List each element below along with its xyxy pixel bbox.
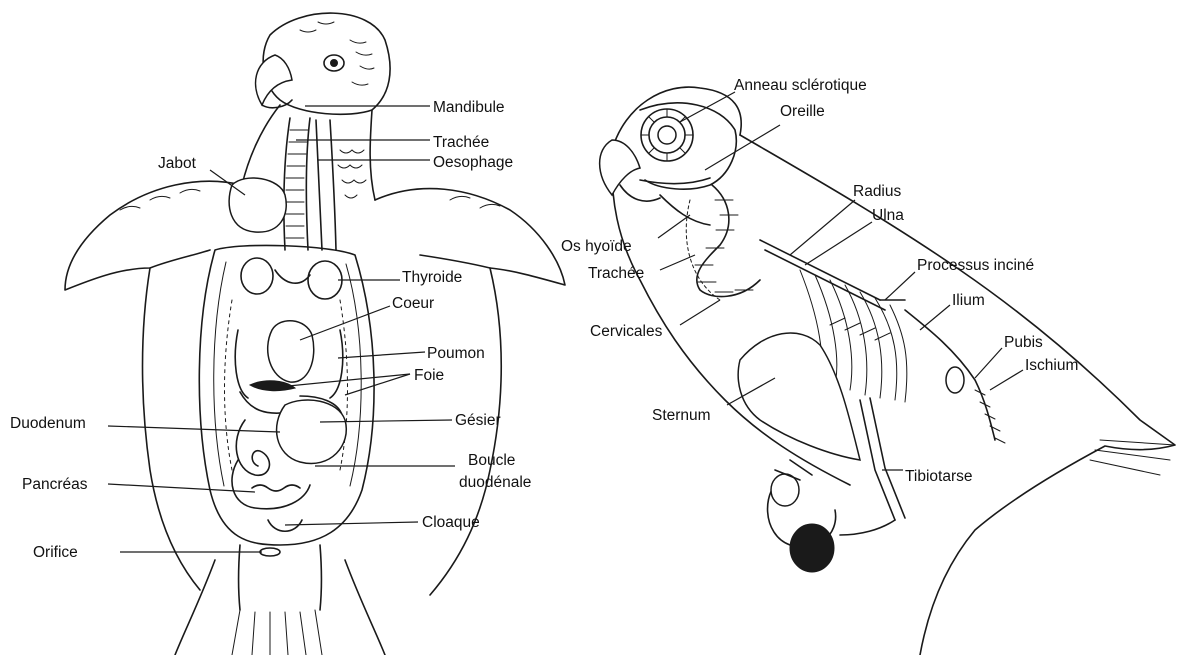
label-os-hyoide: Os hyoïde (561, 238, 632, 255)
leader-duodenum (108, 426, 280, 432)
leader-anneau (680, 92, 735, 122)
label-anneau-sclerotique: Anneau sclérotique (734, 77, 867, 94)
label-ulna: Ulna (872, 207, 904, 224)
leader-ischium (990, 370, 1023, 390)
leader-os-hyoide (658, 215, 690, 238)
leader-trachee-right (660, 255, 695, 270)
label-ischium: Ischium (1025, 357, 1078, 374)
label-thyroide: Thyroide (402, 269, 462, 286)
label-jabot: Jabot (158, 155, 197, 172)
leader-poumon (338, 352, 425, 358)
label-cervicales: Cervicales (590, 323, 663, 340)
right-bird-illustration (600, 87, 1175, 655)
label-coeur: Coeur (392, 295, 434, 312)
label-radius: Radius (853, 183, 901, 200)
label-processus-incine: Processus inciné (917, 257, 1034, 274)
label-duodenum: Duodenum (10, 415, 86, 432)
label-boucle-line2: duodénale (459, 474, 531, 491)
label-trachee-right: Trachée (588, 265, 644, 282)
label-gesier: Gésier (455, 412, 501, 429)
leader-ulna (805, 222, 872, 265)
leader-pubis (975, 348, 1002, 378)
label-oesophage: Oesophage (433, 154, 513, 171)
leader-processus (885, 272, 915, 300)
label-orifice: Orifice (33, 544, 78, 561)
left-labels: Mandibule Trachée Oesophage Jabot Thyroi… (10, 99, 531, 561)
leader-cervicales (680, 300, 720, 325)
label-pancreas: Pancréas (22, 476, 88, 493)
label-mandibule: Mandibule (433, 99, 505, 116)
leader-ilium (920, 305, 950, 330)
label-trachee-left: Trachée (433, 134, 489, 151)
label-ilium: Ilium (952, 292, 985, 309)
leader-radius (790, 200, 855, 255)
leader-cloaque (285, 522, 418, 525)
label-boucle-line1: Boucle (468, 452, 515, 469)
label-pubis: Pubis (1004, 334, 1043, 351)
label-poumon: Poumon (427, 345, 485, 362)
label-oreille: Oreille (780, 103, 825, 120)
label-sternum: Sternum (652, 407, 711, 424)
leader-oreille (705, 125, 780, 170)
label-cloaque: Cloaque (422, 514, 480, 531)
label-foie: Foie (414, 367, 444, 384)
label-tibiotarse: Tibiotarse (905, 468, 972, 485)
